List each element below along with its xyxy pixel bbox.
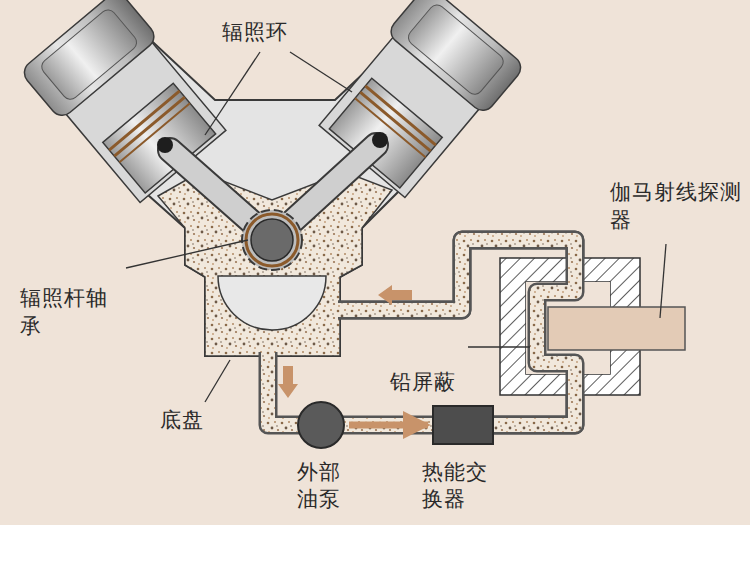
part-label: 伽马射线探测器: [610, 178, 742, 235]
heat-exchanger-box: 热能交换器: [432, 405, 494, 445]
background: [0, 0, 750, 525]
leader-line: [126, 52, 666, 402]
crank-throw: [218, 276, 326, 330]
gamma-detector: [548, 307, 685, 350]
part-label: 辐照杆轴承: [20, 284, 124, 341]
piston-pin: [157, 137, 173, 153]
flow-arrow: [378, 285, 412, 305]
node-label: 热能交换器: [422, 459, 492, 514]
flow-connector: [349, 422, 428, 429]
part-label: 辐照环: [222, 18, 288, 46]
part-label: 铅屏蔽: [390, 368, 456, 396]
oil-pipe: [338, 240, 575, 425]
crank-shaft: [251, 219, 293, 261]
part-label: 底盘: [160, 406, 204, 434]
flow-arrow: [278, 366, 298, 398]
oil-pipe: [338, 240, 575, 425]
crank-gear: [242, 210, 302, 270]
piston-pin: [372, 132, 388, 148]
crankcase-oil: [158, 172, 392, 356]
node-label: 外部油泵: [297, 459, 347, 514]
bearing-ring: [246, 214, 298, 266]
pump-circle: 外部油泵: [297, 401, 345, 449]
